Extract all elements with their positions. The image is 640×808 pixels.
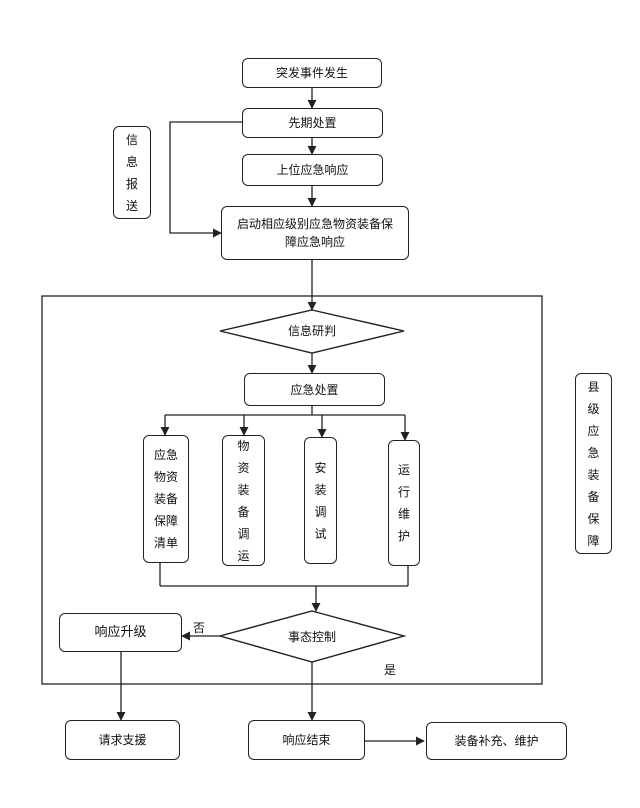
- node-maintenance: 运行维护: [388, 440, 420, 566]
- node-request-support: 请求支援: [65, 720, 180, 760]
- node-emergency-occurs: 突发事件发生: [242, 58, 382, 88]
- node-initial-response: 先期处置: [242, 108, 383, 138]
- side-county-guarantee: 县级应急装备保障: [575, 373, 612, 554]
- install-debug-text: 安装调试: [314, 460, 327, 541]
- county-level-frame: [41, 295, 543, 685]
- node-install-debug: 安装调试: [304, 437, 337, 564]
- edge-label-yes: 是: [384, 663, 397, 677]
- node-superior-response: 上位应急响应: [242, 154, 383, 186]
- dispatch-text: 物资装备调运: [237, 438, 250, 563]
- node-emergency-handling: 应急处置: [244, 373, 385, 406]
- county-guarantee-text: 县级应急装备保障: [587, 379, 600, 548]
- node-dispatch: 物资装备调运: [222, 435, 265, 566]
- side-info-report: 信息报送: [113, 126, 151, 219]
- node-response-upgrade: 响应升级: [59, 613, 182, 652]
- situation-control-label: 事态控制: [287, 630, 336, 644]
- maintenance-text: 运行维护: [397, 463, 410, 543]
- node-response-end: 响应结束: [248, 720, 365, 760]
- arrow-info-report-bypass: [169, 121, 242, 238]
- node-start-response: 启动相应级别应急物资装备保障应急响应: [221, 206, 409, 260]
- info-judgment-label: 信息研判: [287, 324, 336, 338]
- info-report-text: 信息报送: [125, 132, 138, 213]
- edge-label-no: 否: [193, 621, 206, 635]
- supply-list-text: 应急物资装备保障清单: [153, 448, 178, 550]
- node-supply-list: 应急物资装备保障清单: [143, 435, 189, 563]
- node-replenish-maintain: 装备补充、维护: [426, 722, 567, 760]
